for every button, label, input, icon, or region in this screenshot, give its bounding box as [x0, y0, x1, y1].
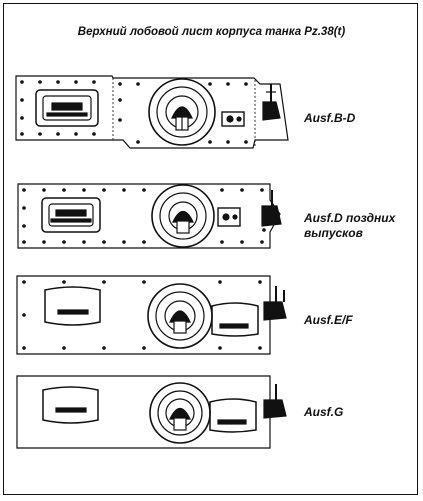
- plate-label-ausf-d-late: Ausf.D поздних выпусков: [304, 211, 395, 241]
- headlight: [262, 84, 281, 121]
- plate-ausf-e-f: [16, 275, 287, 355]
- headlight: [263, 384, 287, 419]
- radio-operator-visor: [209, 398, 257, 433]
- headlight: [263, 286, 287, 321]
- plate-outline: [16, 275, 271, 355]
- plate-label-ausf-e-f: Ausf.E/F: [304, 313, 353, 327]
- plate-label-line-2: выпусков: [304, 226, 363, 240]
- plate-label-line-1: Ausf.D поздних: [304, 211, 396, 225]
- radio-operator-port: [221, 111, 245, 127]
- ball-mount: [149, 382, 211, 444]
- headlight: [261, 190, 282, 227]
- plate-ausf-b-d: [15, 75, 289, 149]
- driver-visor: [35, 89, 99, 127]
- ball-mount: [147, 283, 213, 349]
- rivets: [22, 188, 266, 244]
- figure-frame: [3, 3, 418, 495]
- radio-operator-port: [217, 207, 241, 227]
- rivets: [20, 80, 248, 144]
- figure-title: Верхний лобовой лист корпуса танка Pz.38…: [77, 26, 346, 38]
- plate-ausf-g: [16, 375, 287, 449]
- ball-mount: [151, 184, 215, 248]
- plate-label-ausf-g: Ausf.G: [304, 405, 344, 419]
- radio-operator-visor: [211, 302, 259, 337]
- driver-visor: [41, 197, 101, 233]
- rivets: [22, 280, 262, 350]
- plate-outline: [16, 375, 271, 449]
- plate-label-ausf-b-d: Ausf.B-D: [304, 111, 356, 125]
- driver-visor: [42, 386, 99, 424]
- plate-ausf-d-late: [17, 183, 282, 249]
- ball-mount: [148, 78, 216, 146]
- driver-visor: [44, 286, 101, 326]
